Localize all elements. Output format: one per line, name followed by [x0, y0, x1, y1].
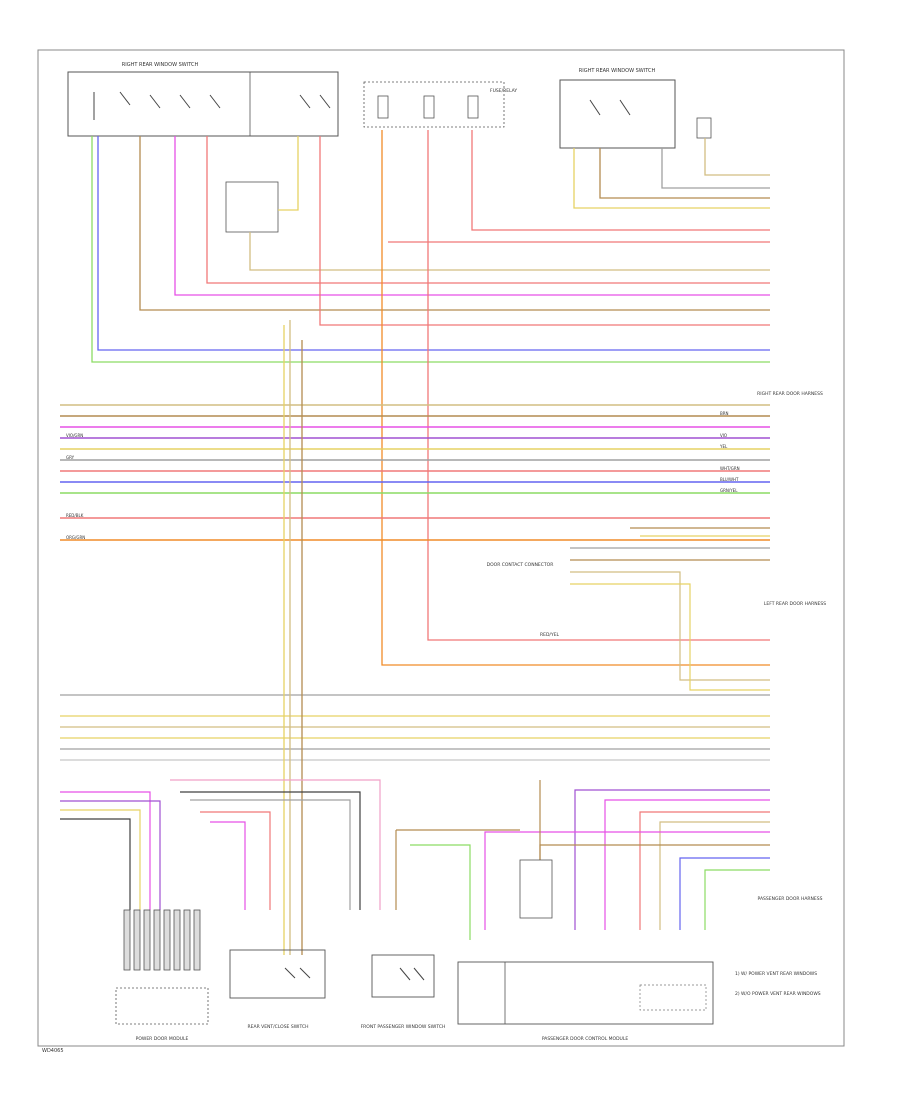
door-contact-wires	[570, 527, 770, 691]
wire-label-yel: YEL	[719, 444, 728, 449]
middle-harness-wires	[60, 404, 770, 541]
passenger-connector-label: PASSENGER DOOR HARNESS	[758, 896, 823, 902]
wire-label-grn-yel: GRN/YEL	[720, 488, 738, 493]
diagram-frame	[37, 49, 845, 1047]
driver-window-switch: RIGHT REAR WINDOW SWITCH	[67, 62, 339, 137]
bottom-left-wires	[60, 779, 381, 910]
rear-vent-switch: REAR VENT/CLOSE SWITCH	[229, 949, 326, 1030]
relay-box-lower	[519, 859, 553, 919]
wire-label-gry: GRY	[66, 455, 75, 460]
wire-label-vio-grn: VIO/GRN	[66, 433, 83, 438]
wire-label-brn: BRN	[720, 411, 729, 416]
diagram-reference: WD4065	[42, 1048, 64, 1054]
power-door-module-label: POWER DOOR MODULE	[136, 1036, 189, 1042]
door-contact-label: DOOR CONTACT CONNECTOR	[487, 562, 554, 568]
upper-vertical-wires	[91, 130, 770, 666]
driver-window-switch-label: RIGHT REAR WINDOW SWITCH	[122, 62, 199, 68]
note-1: 1) W/ POWER VENT REAR WINDOWS	[735, 971, 817, 977]
front-passenger-switch-label: FRONT PASSENGER WINDOW SWITCH	[361, 1024, 446, 1030]
passenger-door-control-label: PASSENGER DOOR CONTROL MODULE	[542, 1036, 629, 1042]
right-rear-window-switch: RIGHT REAR WINDOW SWITCH	[559, 68, 712, 149]
right-rear-connector-label: RIGHT REAR DOOR HARNESS	[757, 391, 823, 397]
fuse-block-label: FUSE/RELAY	[490, 88, 517, 94]
wire-label-red-blk: RED/BLK	[66, 513, 84, 518]
left-rear-connector-label: LEFT REAR DOOR HARNESS	[764, 601, 826, 607]
wire-label-org-grn: ORG/GRN	[66, 535, 85, 540]
right-rear-window-switch-label: RIGHT REAR WINDOW SWITCH	[579, 68, 656, 74]
passenger-door-control-module: PASSENGER DOOR CONTROL MODULE	[457, 961, 714, 1042]
wire-label-wht-grn: WHT/GRN	[720, 466, 740, 471]
relay-box	[225, 181, 279, 233]
wire-label-blu-wht: BLU/WHT	[720, 477, 739, 482]
bottom-right-wires	[395, 780, 770, 940]
wire-label-vio: VIO	[720, 433, 727, 438]
fuse-block: FUSE/RELAY	[363, 81, 517, 128]
wire-label-red-yel: RED/YEL	[540, 632, 560, 638]
lower-harness-wires	[60, 694, 770, 761]
note-2: 2) W/O POWER VENT REAR WINDOWS	[735, 991, 821, 997]
front-passenger-switch: FRONT PASSENGER WINDOW SWITCH	[361, 954, 446, 1030]
rear-vent-switch-label: REAR VENT/CLOSE SWITCH	[248, 1024, 309, 1030]
long-vertical-wires	[283, 320, 303, 955]
power-door-module: POWER DOOR MODULE	[115, 909, 209, 1042]
